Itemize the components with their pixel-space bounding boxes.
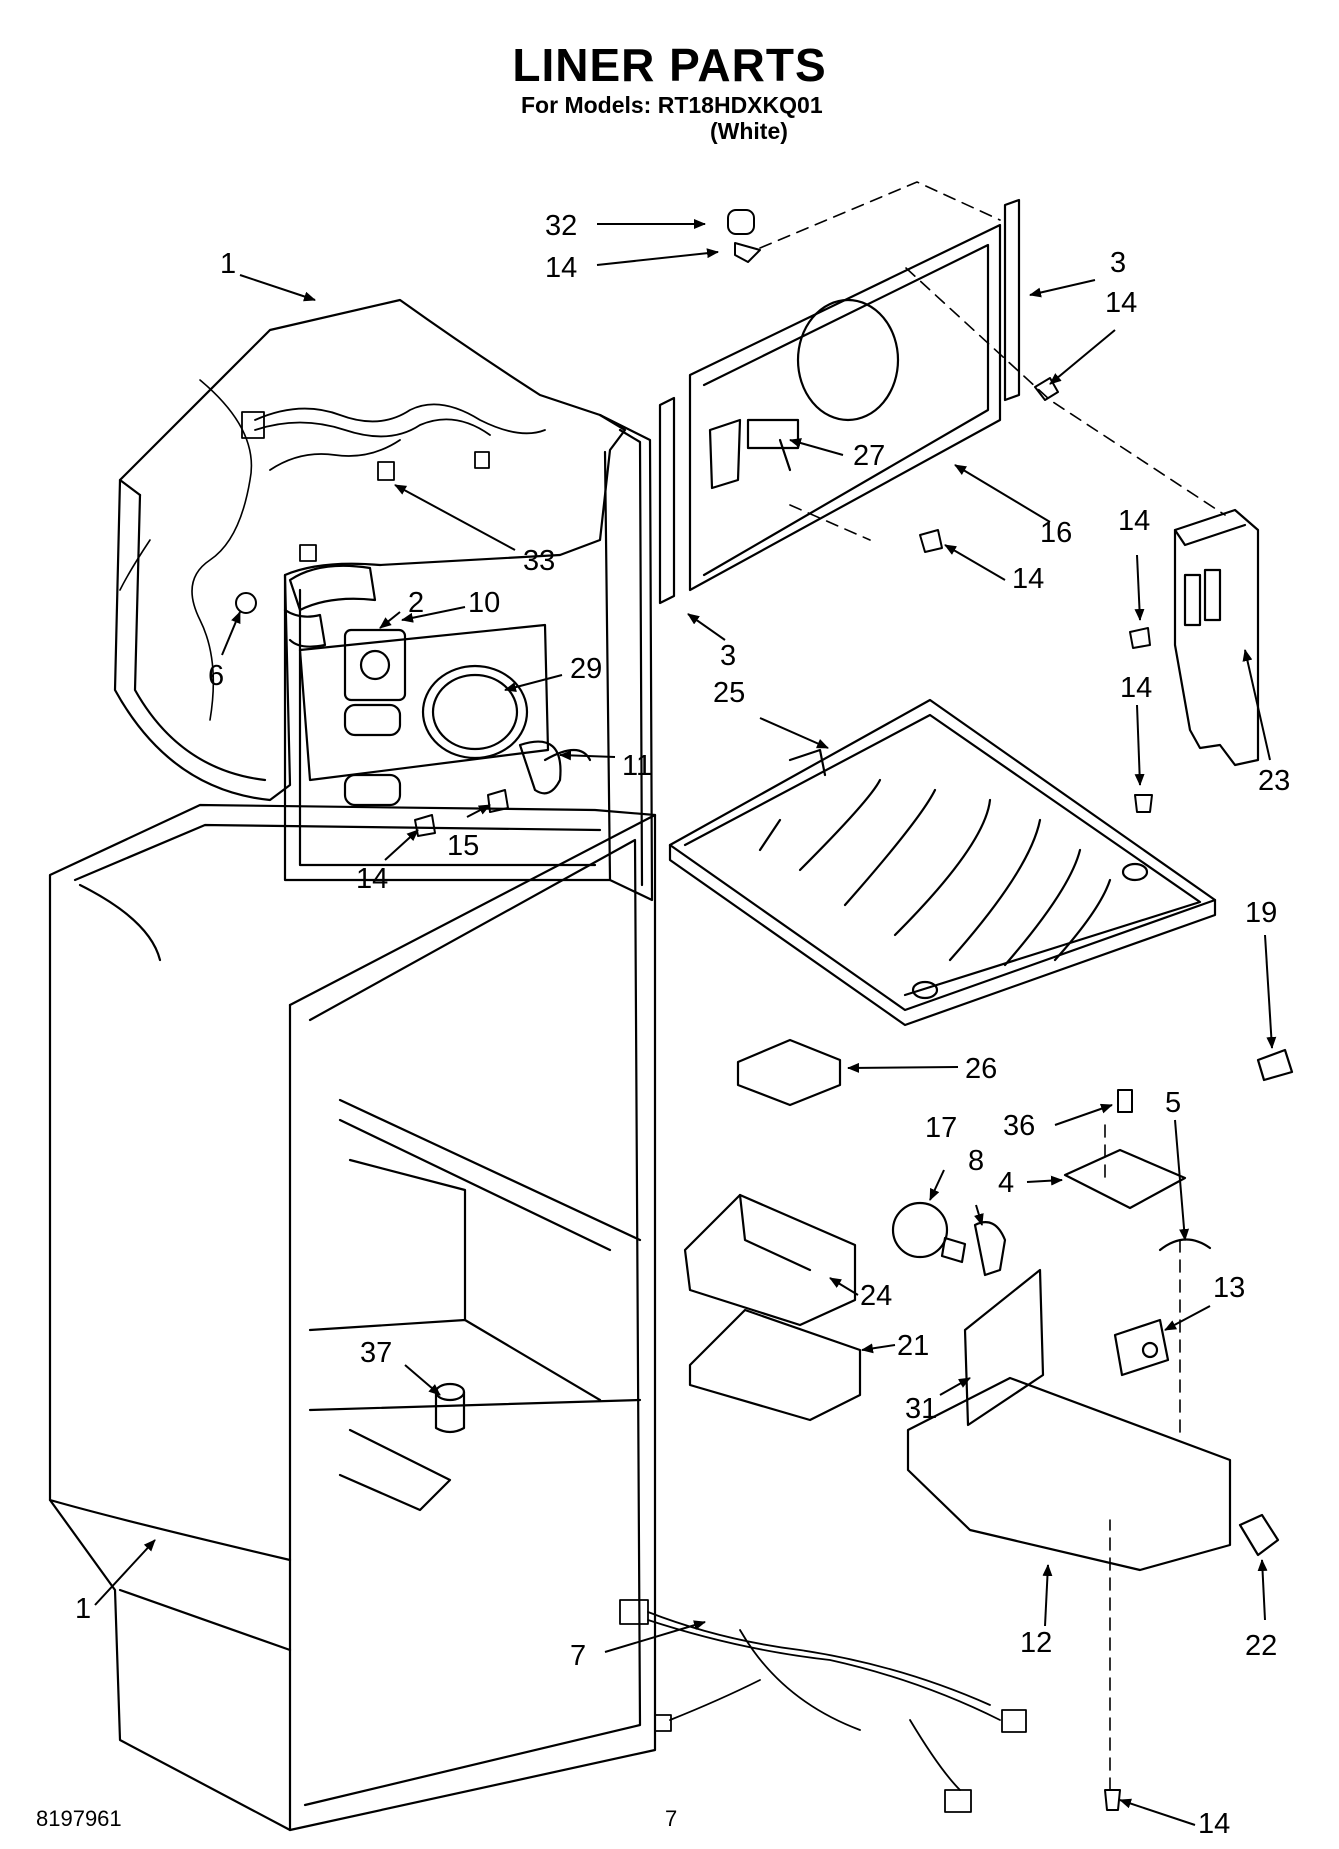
callout-37: 37 [360,1337,392,1369]
callout-7: 7 [570,1640,586,1672]
spacer-32-part [727,209,755,235]
housing-24-21-part [683,1193,862,1422]
plate-31-part [963,1268,1045,1427]
document-number: 8197961 [36,1806,122,1831]
freezer-liner-part [113,298,654,902]
knob-8-part [973,1221,1007,1277]
callout-33: 33 [523,545,555,577]
color-line: (White) [710,118,788,144]
callout-19: 19 [1245,897,1277,929]
callout-3: 3 [720,640,736,672]
callout-10: 10 [468,587,500,619]
clip-5-part [1158,1238,1212,1252]
fresh-food-liner-part [48,803,657,1832]
callout-5: 5 [1165,1087,1181,1119]
models-line: For Models: RT18HDXKQ01 [521,92,823,118]
knob-22-part [1238,1513,1280,1557]
callout-1: 1 [75,1593,91,1625]
page-number: 7 [665,1806,678,1831]
callout-14: 14 [1120,672,1152,704]
callout-29: 29 [570,653,602,685]
latch-19-part [1256,1048,1294,1082]
callout-13: 13 [1213,1272,1245,1304]
callout-11: 11 [622,750,652,782]
callout-32: 32 [545,210,577,242]
leader-lines [759,181,1226,1791]
callout-14: 14 [1105,287,1137,319]
switch-13-part [1113,1318,1170,1377]
housing-26-part [736,1038,842,1107]
callout-arrows [94,219,1277,1826]
callout-1: 1 [220,248,236,280]
callout-22: 22 [1245,1630,1277,1662]
callout-6: 6 [208,660,224,692]
callout-25: 25 [713,677,745,709]
callout-2: 2 [408,587,424,619]
wiring-harness-33-part [241,403,546,562]
callout-15: 15 [447,830,479,862]
callout-14: 14 [545,252,577,284]
callout-14: 14 [1198,1808,1230,1840]
light-housing-12-part [906,1376,1232,1572]
page-title: LINER PARTS [512,39,827,91]
shelf-25-part [668,698,1217,1027]
light-bulb-17-part [891,1201,967,1264]
callout-4: 4 [998,1167,1014,1199]
callout-36: 36 [1003,1110,1035,1142]
callout-12: 12 [1020,1627,1052,1659]
callout-labels: 32 14 1 3 14 27 33 16 14 14 2 10 6 29 3 … [75,210,1290,1840]
drain-trough-37-part [434,1382,466,1434]
callout-3: 3 [1110,247,1126,279]
fan-motor-assembly [283,564,592,807]
callout-21: 21 [897,1330,929,1362]
control-board-4-part [1063,1148,1187,1210]
callout-27: 27 [853,440,885,472]
callout-24: 24 [860,1280,892,1312]
callout-23: 23 [1258,765,1290,797]
callout-17: 17 [925,1112,957,1144]
screws-small-parts [235,209,1153,1811]
wiring-harness-7-part [619,1599,1027,1813]
callout-31: 31 [905,1393,937,1425]
callout-26: 26 [965,1053,997,1085]
callout-8: 8 [968,1145,984,1177]
callout-14: 14 [1118,505,1150,537]
air-diffuser-23-part [1173,508,1260,767]
plug-6-part [235,592,257,614]
callout-14: 14 [356,863,388,895]
gasket-strip-3-part [658,198,1021,605]
callout-16: 16 [1040,517,1072,549]
callout-14: 14 [1012,563,1044,595]
rear-panel-16-part [688,223,1002,592]
